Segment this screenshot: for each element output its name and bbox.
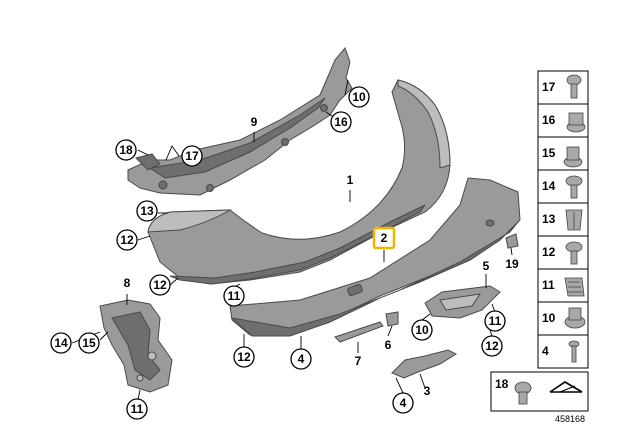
callout-4-mid[interactable]: 4 — [290, 348, 312, 370]
legend-item-13[interactable]: 13 — [542, 209, 583, 231]
part-18-retainer[interactable] — [135, 153, 161, 171]
callout-4-bottom[interactable]: 4 — [392, 392, 414, 414]
svg-text:13: 13 — [542, 212, 556, 226]
callout-11-mid[interactable]: 11 — [223, 285, 245, 307]
legend-item-12[interactable]: 12 — [542, 241, 583, 265]
leader-lines — [71, 79, 513, 401]
callout-12-right[interactable]: 12 — [481, 335, 503, 357]
svg-text:18: 18 — [119, 143, 133, 157]
svg-text:11: 11 — [228, 289, 241, 303]
screw-4-icon — [568, 340, 580, 363]
svg-text:16: 16 — [542, 113, 556, 127]
label-5[interactable]: 5 — [483, 259, 490, 273]
callout-18[interactable]: 18 — [115, 139, 137, 161]
spring-clip-11-icon — [564, 277, 585, 297]
part-8-side-bracket[interactable] — [99, 299, 173, 393]
svg-text:17: 17 — [542, 80, 556, 94]
legend-item-17[interactable]: 17 — [542, 74, 582, 99]
label-9[interactable]: 9 — [251, 115, 258, 129]
callout-16[interactable]: 16 — [330, 111, 352, 133]
callout-10-mid[interactable]: 10 — [411, 319, 433, 341]
legend-item-10[interactable]: 10 — [542, 307, 586, 329]
callout-14[interactable]: 14 — [50, 332, 72, 354]
nut-15-icon — [563, 146, 583, 168]
part-19-bracket[interactable] — [505, 233, 519, 249]
svg-text:10: 10 — [415, 323, 429, 337]
callout-12-bottom[interactable]: 12 — [233, 346, 255, 368]
callout-17[interactable]: 17 — [181, 145, 203, 167]
svg-text:4: 4 — [298, 352, 305, 366]
part-6-clip[interactable] — [385, 311, 399, 327]
clip-12-icon — [565, 241, 583, 265]
label-7[interactable]: 7 — [355, 354, 362, 368]
label-1[interactable]: 1 — [347, 173, 354, 187]
svg-text:14: 14 — [542, 179, 556, 193]
svg-text:4: 4 — [400, 396, 407, 410]
svg-text:18: 18 — [495, 377, 509, 391]
callout-12-mid[interactable]: 12 — [149, 274, 171, 296]
svg-text:10: 10 — [542, 311, 556, 325]
svg-text:11: 11 — [489, 314, 502, 328]
diagram-id: 458168 — [555, 414, 585, 424]
svg-text:2: 2 — [381, 231, 388, 245]
part-5-mounting-plate[interactable] — [424, 285, 501, 319]
svg-text:15: 15 — [542, 146, 556, 160]
expansion-clip-13-icon — [565, 209, 583, 231]
callout-12-left[interactable]: 12 — [116, 229, 138, 251]
installation-symbol-icon — [549, 381, 583, 393]
legend-item-16[interactable]: 16 — [542, 112, 586, 133]
label-8[interactable]: 8 — [124, 276, 131, 290]
svg-text:12: 12 — [542, 245, 556, 259]
svg-text:11: 11 — [131, 402, 144, 416]
svg-text:14: 14 — [54, 336, 68, 350]
rivet-18-icon — [514, 381, 532, 405]
svg-text:10: 10 — [352, 90, 366, 104]
callout-10-top[interactable]: 10 — [348, 86, 370, 108]
legend-item-11[interactable]: 11 — [542, 277, 585, 297]
nut-10-icon — [564, 307, 586, 329]
svg-text:17: 17 — [185, 149, 199, 163]
part-7-strip[interactable] — [334, 321, 384, 343]
callout-13[interactable]: 13 — [136, 200, 158, 222]
part-9-carrier-bracket[interactable] — [127, 47, 353, 196]
svg-text:15: 15 — [82, 336, 96, 350]
part-2-lower-trim[interactable] — [229, 177, 521, 337]
part-3-lower-shield[interactable] — [391, 349, 458, 379]
callout-11-bottom[interactable]: 11 — [126, 398, 148, 420]
callout-11-right[interactable]: 11 — [484, 310, 506, 332]
label-2-highlighted[interactable]: 2 — [372, 226, 396, 250]
svg-text:12: 12 — [485, 339, 499, 353]
clip-17-icon — [566, 74, 582, 99]
svg-text:12: 12 — [237, 350, 251, 364]
label-19[interactable]: 19 — [505, 257, 519, 271]
clip-14-icon — [565, 175, 583, 199]
label-3[interactable]: 3 — [424, 384, 431, 398]
callout-15[interactable]: 15 — [78, 332, 100, 354]
svg-text:12: 12 — [153, 278, 167, 292]
nut-16-icon — [566, 112, 586, 133]
label-6[interactable]: 6 — [385, 338, 392, 352]
legend-item-18[interactable]: 18 — [495, 377, 532, 405]
legend-item-4[interactable]: 4 — [542, 340, 580, 363]
svg-text:16: 16 — [334, 115, 348, 129]
svg-text:12: 12 — [120, 233, 134, 247]
legend-item-15[interactable]: 15 — [542, 146, 583, 168]
svg-text:11: 11 — [542, 278, 555, 292]
svg-text:13: 13 — [140, 204, 154, 218]
svg-text:4: 4 — [542, 344, 549, 358]
legend-item-14[interactable]: 14 — [542, 175, 583, 199]
